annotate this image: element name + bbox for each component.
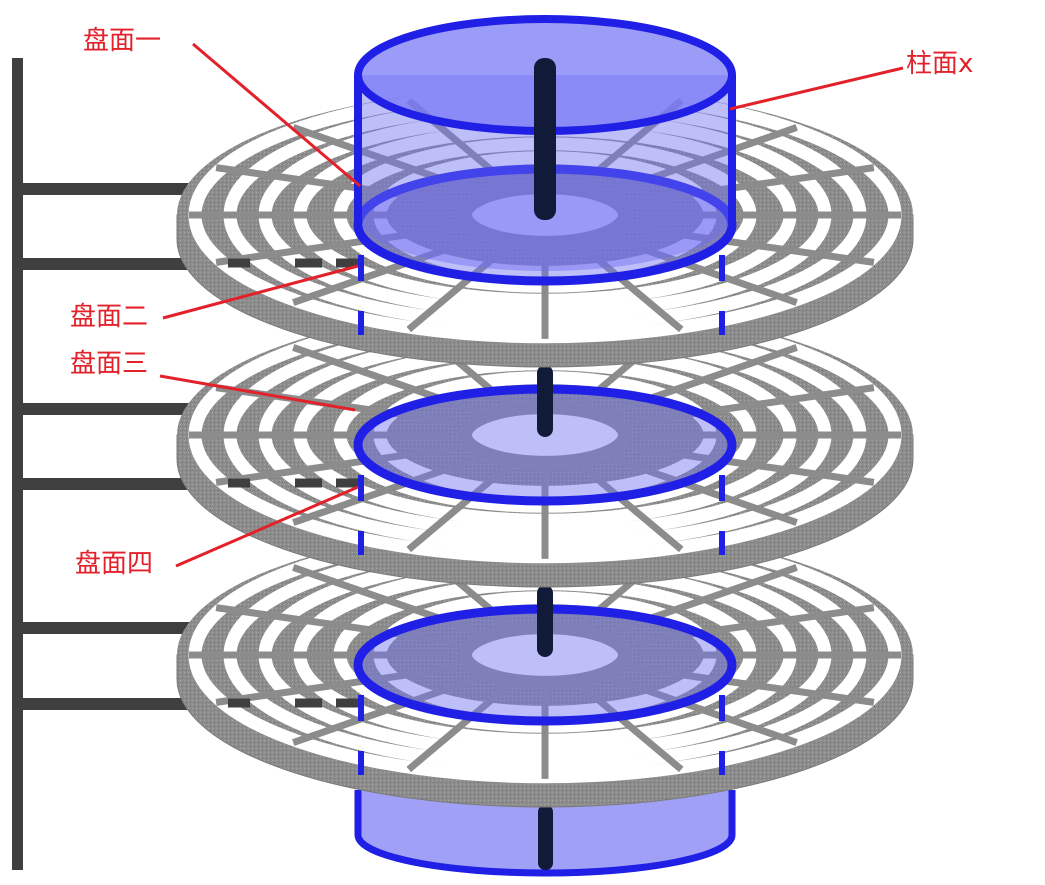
callout-lines <box>159 42 904 568</box>
head-arm-2 <box>20 258 190 270</box>
callout-line-3 <box>159 374 356 412</box>
label-platter-3: 盘面三 <box>70 349 149 379</box>
callout-line-4 <box>175 485 359 568</box>
actuator-rail <box>12 58 23 870</box>
spindle <box>534 58 556 220</box>
callout-line-1 <box>192 42 361 188</box>
label-platter-4: 盘面四 <box>75 549 154 579</box>
head-arm-6 <box>20 698 190 710</box>
label-platter-2: 盘面二 <box>70 302 149 332</box>
label-platter-1: 盘面一 <box>83 26 162 56</box>
label-cylinder: 柱面x <box>906 49 974 79</box>
callout-line-5 <box>729 66 904 111</box>
platter-3 <box>176 469 914 808</box>
cylinder-top-cap <box>354 15 736 271</box>
cylinder-bottom-band <box>354 790 736 877</box>
head-arm-4 <box>20 478 190 490</box>
callout-line-2 <box>162 264 359 320</box>
